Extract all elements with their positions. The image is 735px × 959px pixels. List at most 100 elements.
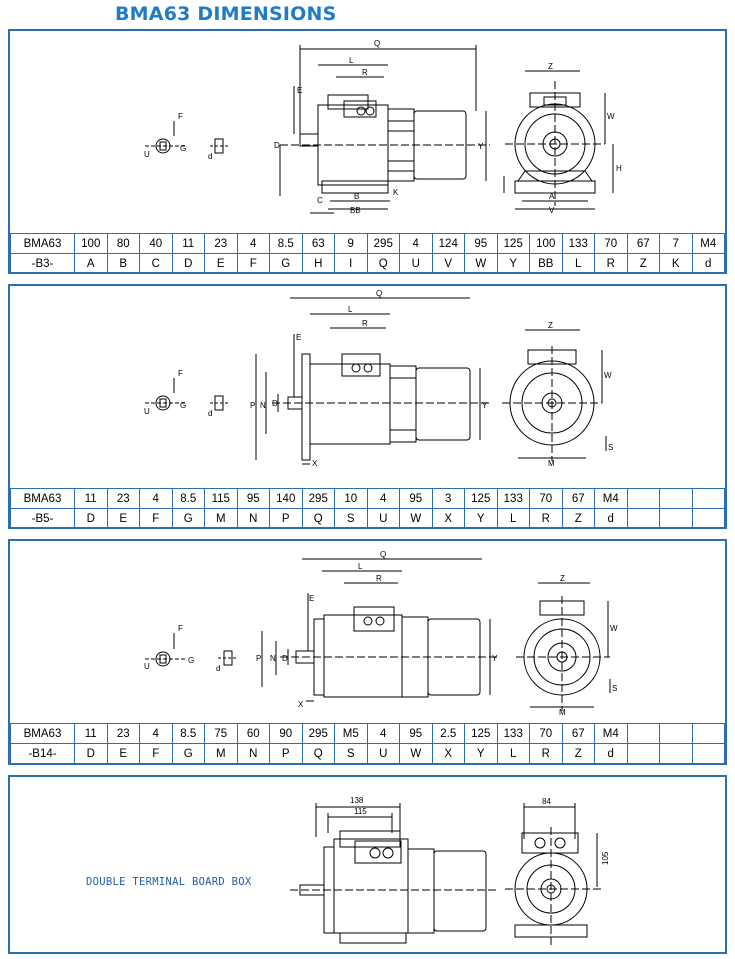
table-cell: G [269, 253, 303, 274]
table-cell: 4 [236, 233, 270, 254]
table-cell: F [139, 508, 173, 529]
table-cell: R [529, 508, 563, 529]
table-cell: 125 [496, 233, 530, 254]
dim-label-m: M [548, 459, 555, 468]
dim-label-z: Z [560, 574, 565, 583]
drawing-b3: Q L R E F G U d D C B BB K Y Z W H A V [144, 39, 622, 215]
table-cell [659, 743, 693, 764]
table-cell: W [399, 508, 433, 529]
dim-label-e: E [297, 86, 302, 95]
table-cell: P [269, 743, 303, 764]
table-cell: Y [464, 743, 498, 764]
table-cell: 23 [106, 488, 140, 509]
table-cell: 133 [496, 488, 530, 509]
table-cell [626, 508, 660, 529]
drawing-b5: Q L R E F G U d P N D X Y Z W M S [144, 289, 613, 468]
table-cell: M5 [334, 723, 368, 744]
table-cell: 4 [399, 233, 433, 254]
table-cell-code: -B14- [10, 743, 75, 764]
table-cell: M4 [691, 233, 725, 254]
table-cell: L [561, 253, 595, 274]
panel-b3: Q L R E F G U d D C B BB K Y Z W H A V B… [8, 29, 727, 274]
table-cell: W [399, 743, 433, 764]
table-cell: R [594, 253, 628, 274]
dim-label-l: L [348, 305, 353, 314]
table-cell: d [691, 253, 725, 274]
page-title: BMA63 DIMENSIONS [115, 3, 337, 25]
dim-label-y: Y [482, 401, 488, 410]
table-cell: E [106, 743, 140, 764]
table-cell: 8.5 [171, 488, 205, 509]
table-cell [659, 508, 693, 529]
dim-label-e: E [309, 594, 314, 603]
table-cell: 9 [334, 233, 368, 254]
table-cell: U [399, 253, 433, 274]
table-cell: 40 [139, 233, 173, 254]
dim-label-q: Q [374, 39, 380, 48]
table-cell: 8.5 [269, 233, 303, 254]
dim-label-138: 138 [350, 796, 364, 805]
dim-label-p: P [256, 654, 261, 663]
table-cell: N [236, 743, 270, 764]
table-cell: A [74, 253, 108, 274]
table-cell: Z [561, 508, 595, 529]
dim-label-v: W [607, 112, 615, 121]
table-cell: 140 [269, 488, 303, 509]
dim-label-g: G [180, 144, 186, 153]
table-cell: 63 [301, 233, 335, 254]
table-cell: 10 [334, 488, 368, 509]
table-cell: H [301, 253, 335, 274]
table-cell [626, 488, 660, 509]
dim-label-x: X [298, 700, 304, 709]
dim-label-x: X [312, 459, 318, 468]
table-cell-model: BMA63 [10, 723, 75, 744]
dim-label-d-small: d [216, 664, 220, 673]
table-cell: Z [561, 743, 595, 764]
table-cell: 133 [561, 233, 595, 254]
table-cell: 115 [204, 488, 238, 509]
table-cell: Z [626, 253, 660, 274]
table-cell: E [204, 253, 238, 274]
dim-label-z: Z [548, 321, 553, 330]
table-cell: M4 [594, 488, 628, 509]
table-cell: W [464, 253, 498, 274]
table-cell: 95 [399, 723, 433, 744]
dim-label-y: Y [478, 142, 484, 151]
dim-label-z: Z [548, 62, 553, 71]
table-cell: 100 [529, 233, 563, 254]
dim-label-s: S [608, 443, 613, 452]
dim-label-s: S [612, 684, 617, 693]
drawing-b14: Q L R E F G U d P N D X Y Z W M S [144, 550, 618, 717]
table-cell: 75 [204, 723, 238, 744]
table-cell: 95 [464, 233, 498, 254]
dim-label-b: B [354, 192, 359, 201]
table-cell: U [366, 508, 400, 529]
table-cell: E [106, 508, 140, 529]
table-cell: 67 [561, 488, 595, 509]
table-cell: L [496, 508, 530, 529]
dim-label-f: F [178, 112, 183, 121]
table-cell: 60 [236, 723, 270, 744]
table-cell: 295 [301, 723, 335, 744]
table-cell: Q [301, 508, 335, 529]
dim-label-v2: V [549, 206, 555, 215]
dim-label-w: W [610, 624, 618, 633]
table-cell: M [204, 743, 238, 764]
table-cell: 80 [106, 233, 140, 254]
table-cell: V [431, 253, 465, 274]
table-cell [659, 488, 693, 509]
table-cell: X [431, 508, 465, 529]
table-cell: 124 [431, 233, 465, 254]
panel-b14: Q L R E F G U d P N D X Y Z W M S BMA63 … [8, 539, 727, 765]
table-cell: S [334, 508, 368, 529]
table-cell-code: -B3- [10, 253, 75, 274]
table-cell: D [74, 743, 108, 764]
dim-label-c: C [317, 196, 323, 205]
dim-label-d-small: d [208, 409, 212, 418]
table-cell [626, 743, 660, 764]
